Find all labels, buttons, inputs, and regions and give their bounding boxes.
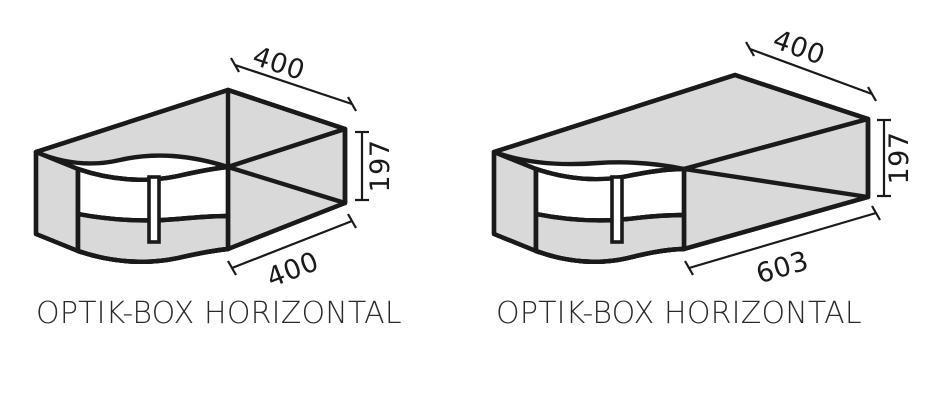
figure-right: 400 197 603 OPTIK-BOX HORIZO (491, 24, 915, 331)
left-dim-width: 400 (227, 213, 357, 294)
right-center-divider (610, 175, 624, 244)
right-dim-height-label: 197 (884, 131, 915, 184)
left-top-wave-edge (75, 164, 231, 182)
right-dim-height: 197 (877, 118, 915, 198)
left-dim-height: 197 (355, 130, 396, 202)
right-solid-body (491, 72, 871, 264)
left-inner-floor-edge (225, 164, 348, 206)
right-dim-depth-label: 400 (769, 24, 829, 71)
right-caption: OPTIK-BOX HORIZONTAL (496, 296, 862, 331)
right-top-wave-edge (533, 166, 687, 182)
right-shelf-edge (533, 211, 687, 223)
right-inner-floor-edge (681, 166, 871, 200)
right-top-left-edge (491, 149, 539, 172)
left-caption: OPTIK-BOX HORIZONTAL (36, 296, 402, 331)
left-center-divider (147, 175, 161, 244)
left-shelf-edge (75, 211, 231, 223)
left-dim-depth-label: 400 (249, 41, 309, 87)
right-dim-width-label: 603 (753, 245, 813, 290)
right-front-wave-bottom (533, 246, 687, 264)
left-solid-body (33, 87, 348, 264)
left-top-left-edge (33, 149, 81, 172)
left-front-wave-bottom (75, 246, 231, 264)
left-dim-height-label: 197 (365, 139, 396, 192)
